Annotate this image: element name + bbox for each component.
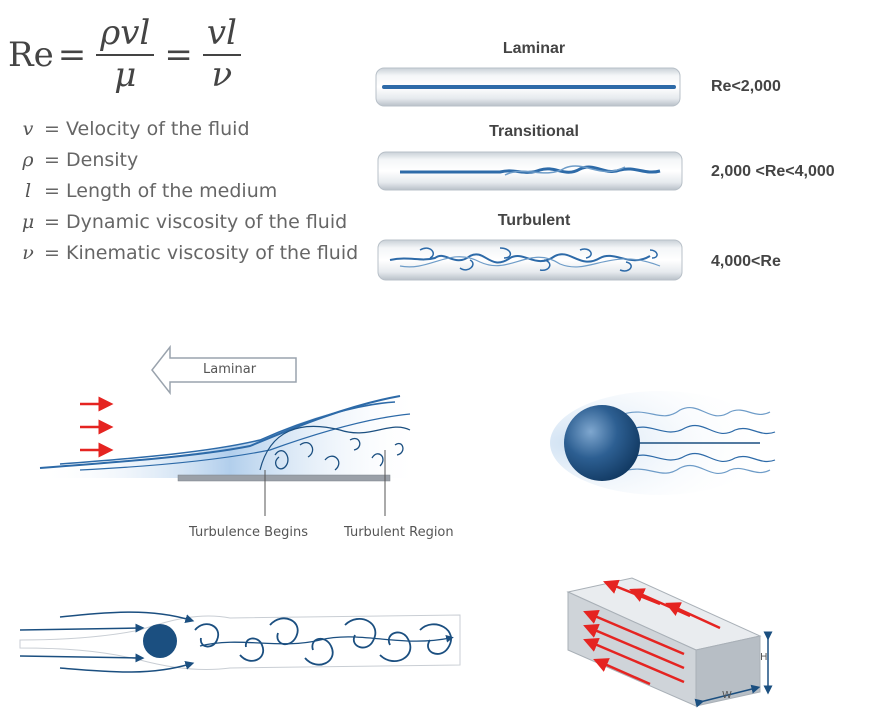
reynolds-formula: Re = ρvl μ = vl ν <box>8 13 247 95</box>
laminar-pipe <box>375 67 681 107</box>
formula-frac2-numerator: vl <box>206 13 237 53</box>
formula-fraction-1: ρvl μ <box>96 13 155 95</box>
formula-fraction-2: vl ν <box>202 13 241 95</box>
laminar-arrow-outline <box>151 344 297 396</box>
incoming-flow-arrows <box>80 396 114 458</box>
formula-equals-1: = <box>57 34 87 75</box>
duct-width-label: W <box>722 690 732 701</box>
turbulent-pipe <box>377 239 683 281</box>
turbulence-begins-label: Turbulence Begins <box>189 525 308 540</box>
flat-plate-diagram <box>39 344 420 516</box>
formula-equals-2: = <box>164 34 193 75</box>
variable-row: ρ = Density <box>18 145 358 176</box>
variable-description: = Density <box>44 149 139 171</box>
variable-row: ν = Kinematic viscosity of the fluid <box>18 238 358 269</box>
formula-frac2-denominator: ν <box>211 54 233 95</box>
variable-row: l = Length of the medium <box>18 176 358 207</box>
variable-description: = Length of the medium <box>44 180 278 202</box>
flow-title-turbulent: Turbulent <box>497 212 571 229</box>
rectangular-duct-diagram <box>566 577 773 708</box>
sphere-body <box>564 405 640 481</box>
variable-symbol: μ <box>21 211 35 233</box>
laminar-arrow-label: Laminar <box>203 362 257 377</box>
variable-symbol: ν <box>22 242 34 264</box>
variable-description: = Velocity of the fluid <box>44 118 250 140</box>
re-range-laminar: Re<2,000 <box>711 78 781 95</box>
sphere-wake-diagram <box>550 391 776 495</box>
formula-frac1-bar <box>96 53 155 56</box>
variable-symbol: ρ <box>22 149 34 171</box>
formula-lhs: Re <box>8 34 54 75</box>
turbulent-region-label: Turbulent Region <box>344 525 454 540</box>
variable-description: = Kinematic viscosity of the fluid <box>44 242 359 264</box>
variable-description: = Dynamic viscosity of the fluid <box>44 211 348 233</box>
cylinder-body <box>143 624 177 658</box>
formula-frac1-numerator: ρvl <box>100 13 151 53</box>
re-range-turbulent: 4,000<Re <box>711 253 781 270</box>
flow-title-laminar: Laminar <box>502 40 566 57</box>
duct-flow-arrows <box>583 579 721 686</box>
formula-frac2-bar <box>202 53 241 56</box>
vortex-street-diagram <box>19 611 461 673</box>
variable-row: v = Velocity of the fluid <box>18 114 358 145</box>
re-range-transitional: 2,000 <Re<4,000 <box>711 163 835 180</box>
transitional-pipe <box>377 151 683 191</box>
variable-legend: v = Velocity of the fluid ρ = Density l … <box>18 114 358 269</box>
flow-title-transitional: Transitional <box>489 123 579 140</box>
variable-symbol: l <box>24 180 32 202</box>
formula-frac1-denominator: μ <box>114 54 137 95</box>
variable-row: μ = Dynamic viscosity of the fluid <box>18 207 358 238</box>
variable-symbol: v <box>22 118 34 140</box>
duct-height-label: H <box>760 652 768 663</box>
